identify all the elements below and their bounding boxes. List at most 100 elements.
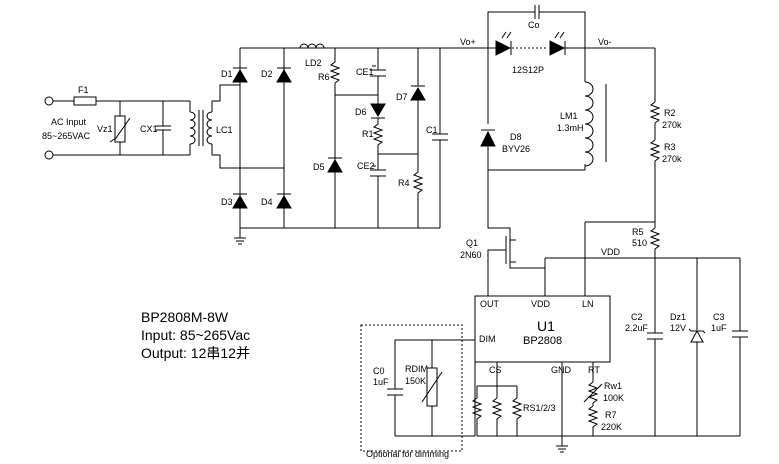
potentiometer-rw1-value: 100K [603,393,624,403]
resistor-r4-label: R4 [398,178,410,188]
resistor-r2 [649,101,661,140]
capacitor-c2 [647,258,663,436]
led-array-label: 12S12P [512,65,544,75]
design-title: BP2808M-8W [141,309,229,325]
diode-d2-label: D2 [261,69,273,79]
diode-d1 [232,67,248,83]
capacitor-c3-value: 1uF [711,323,727,333]
capacitor-c2-label: C2 [631,312,643,322]
diode-d3 [232,193,248,209]
resistor-rdim-label: RDIM [405,364,428,374]
mosfet-q1-part: 2N60 [460,250,482,260]
zener-dz1-label: Dz1 [670,312,686,322]
ac-input-section: F1 AC Input 85~265VAC Vz1 CX1 LC1 [42,84,284,169]
resistor-rdim-value: 150K [405,376,426,386]
ac-input-label: AC Input [51,117,87,127]
capacitor-co [534,5,540,19]
diode-d1-label: D1 [221,69,233,79]
capacitor-co-label: Co [528,20,540,30]
resistor-r2-value: 270k [662,120,682,130]
fuse-f1 [73,96,97,106]
capacitor-ce2-label: CE2 [357,161,375,171]
dimming-box [360,324,463,452]
zener-dz1 [688,258,706,436]
inductor-ld2-label: LD2 [305,58,322,68]
inductor-lm1-value: 1.3mH [557,123,584,133]
dimming-note: Optional for dimming [366,449,449,459]
capacitor-c3 [732,330,748,338]
ac-input-terminal-top [44,96,54,106]
resistor-r5 [649,222,661,258]
ground-symbol-ic [556,445,568,453]
diode-d6 [370,103,386,119]
resistor-r6-label: R6 [318,72,330,82]
ic-pin-rt: RT [588,365,600,375]
common-mode-choke-lc1-label: LC1 [216,125,233,135]
ac-input-range: 85~265VAC [42,131,91,141]
common-mode-choke-lc1 [189,101,213,155]
diode-d2 [276,67,292,83]
dimming-section: C0 1uF RDIM 150K Optional for dimming [360,324,476,459]
varistor-vz1-label: Vz1 [97,124,113,134]
resistor-r6 [329,48,341,95]
ic-u1-body [474,295,611,363]
resistor-r7-label: R7 [605,410,617,420]
capacitor-ce1-label: CE1 [356,67,374,77]
resistor-r3-label: R3 [664,142,676,152]
varistor-vz1 [109,101,131,155]
fuse-f1-label: F1 [78,85,89,95]
inductor-lm1-label: LM1 [560,111,578,121]
ac-input-terminal-bottom [44,150,54,160]
x-capacitor-cx1-label: CX1 [140,124,158,134]
ground-symbol-input [234,228,246,245]
capacitor-c0-label: C0 [373,366,385,376]
resistor-r7 [587,405,599,436]
sense-resistors [471,362,523,437]
resistor-r1 [372,118,384,154]
capacitor-c1-label: C1 [426,125,438,135]
bridge-rectifier: D1 D2 D3 D4 [221,47,440,245]
mosfet-q1 [487,170,546,296]
diode-d8-label: D8 [510,132,522,142]
zener-dz1-value: 12V [670,323,686,333]
sense-resistors-label: RS1/2/3 [523,403,556,413]
resistor-r4 [412,168,424,228]
diode-d7-label: D7 [396,92,408,102]
capacitor-c2-value: 2.2uF [625,323,649,333]
resistor-r3 [649,139,661,222]
resistor-r2-label: R2 [664,108,676,118]
vo-plus-label: Vo+ [460,37,476,47]
mosfet-q1-label: Q1 [466,238,478,248]
diode-d8 [480,129,496,147]
potentiometer-rw1-label: Rw1 [604,381,622,391]
output-stage: Co Vo+ Vo- 12S12P D8 BYV26 [460,5,682,296]
diode-d5 [327,157,343,173]
led-2 [549,31,566,56]
ic-pin-vdd: VDD [531,299,551,309]
ic-pin-ln: LN [582,299,594,309]
diode-d3-label: D3 [221,197,233,207]
ic-u1: OUT VDD LN DIM U1 BP2808 CS GND RT [474,295,611,375]
input-spec: Input: 85~265Vac [141,327,250,343]
valley-fill-section: LD2 R6 D5 CE1 D6 R1 [284,43,460,228]
inductor-ld2 [299,43,325,49]
vdd-net-label: VDD [601,247,621,257]
ic-pin-gnd: GND [551,365,572,375]
ic-pin-out: OUT [480,299,500,309]
capacitor-c0-value: 1uF [373,377,389,387]
output-spec: Output: 12串12并 [141,345,250,361]
ic-part: BP2808 [523,335,562,347]
ic-ref: U1 [537,318,555,334]
resistor-r3-value: 270k [662,154,682,164]
diode-d6-label: D6 [355,107,367,117]
diode-d7 [410,85,426,101]
diode-d8-part: BYV26 [502,144,530,154]
inductor-lm1 [584,81,607,167]
resistor-r1-label: R1 [362,129,374,139]
resistor-r7-value: 220K [601,422,622,432]
diode-d4-label: D4 [261,197,273,207]
diode-d5-label: D5 [313,162,325,172]
resistor-rdim [421,367,443,407]
potentiometer-rw1 [583,381,603,406]
